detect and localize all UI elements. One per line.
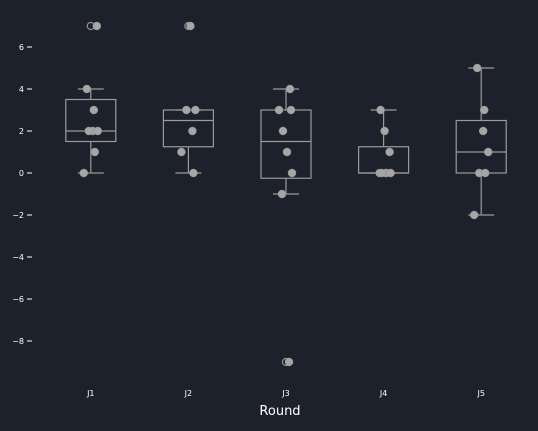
data-point — [278, 126, 288, 136]
y-tick-label: −8 — [12, 337, 24, 346]
y-tick-label: −2 — [12, 211, 24, 220]
x-tick-label: J2 — [184, 389, 192, 398]
x-axis: J1 J2 J3 J4 J5 — [86, 389, 485, 398]
data-point — [480, 168, 490, 178]
data-point — [386, 168, 395, 178]
data-point — [188, 126, 197, 136]
data-point — [186, 21, 195, 31]
data-point — [284, 357, 294, 367]
points-layer — [79, 21, 493, 367]
data-point — [90, 147, 100, 157]
data-point — [377, 168, 386, 178]
data-point — [286, 105, 296, 115]
box-body — [260, 109, 312, 179]
y-axis: −8 −6 −4 −2 0 2 4 6 — [12, 43, 32, 346]
box-j1 — [65, 21, 117, 174]
y-tick-label: 6 — [19, 43, 24, 52]
x-tick-label: J3 — [281, 389, 289, 398]
data-point — [274, 105, 284, 115]
box-body — [162, 109, 214, 148]
y-tick-label: 0 — [19, 169, 24, 178]
data-point — [182, 105, 191, 115]
data-point — [478, 126, 488, 136]
box-body — [65, 98, 117, 143]
box-j4 — [358, 109, 410, 174]
data-point — [479, 105, 489, 115]
data-point — [380, 126, 389, 136]
y-tick-label: −4 — [12, 253, 24, 262]
y-tick-label: 4 — [19, 85, 24, 94]
box-j5 — [455, 67, 507, 216]
data-point — [79, 168, 89, 178]
box-j2 — [162, 21, 214, 174]
data-point — [282, 147, 292, 157]
x-tick-label: J5 — [476, 389, 484, 398]
data-point — [385, 147, 394, 157]
data-point — [89, 105, 99, 115]
x-tick-label: J1 — [86, 389, 94, 398]
data-point — [84, 126, 94, 136]
y-tick-label: −6 — [12, 295, 24, 304]
y-tick-label: 2 — [19, 127, 24, 136]
data-point — [177, 147, 186, 157]
data-point — [376, 105, 385, 115]
data-point — [82, 84, 92, 94]
data-point — [277, 189, 287, 199]
data-point — [93, 126, 103, 136]
x-tick-label: J4 — [379, 389, 387, 398]
data-point — [469, 210, 479, 220]
data-point — [92, 21, 102, 31]
data-point — [483, 147, 493, 157]
data-point — [189, 168, 198, 178]
data-point — [191, 105, 200, 115]
data-point — [472, 63, 482, 73]
data-point — [287, 168, 297, 178]
box-body — [358, 146, 410, 174]
x-axis-label: Round — [259, 404, 300, 419]
data-point — [285, 84, 295, 94]
